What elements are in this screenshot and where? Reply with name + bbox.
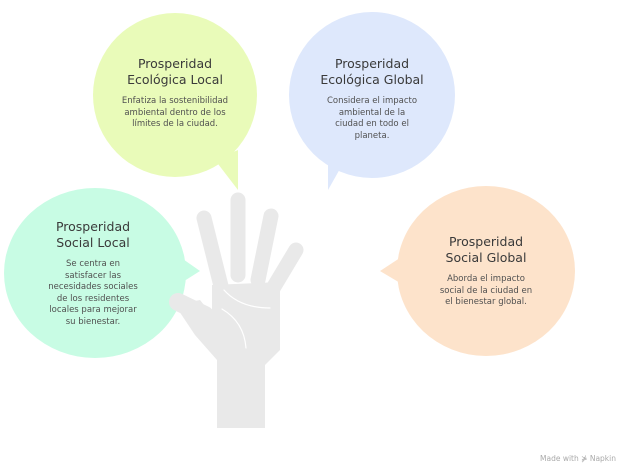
hand-icon (169, 192, 304, 428)
bubble-title: Prosperidad Social Local (55, 219, 131, 250)
bubble-ecologica-local (93, 13, 257, 190)
napkin-watermark: Made with ⋡ Napkin (540, 454, 616, 463)
bubble-social-local-text: Prosperidad Social Local Se centra en sa… (30, 219, 156, 328)
bubble-social-global (380, 186, 575, 356)
bubble-title: Prosperidad Ecológica Local (127, 56, 223, 87)
brand-label: Napkin (589, 454, 616, 463)
bubble-ecologica-global-text: Prosperidad Ecológica Global Considera e… (302, 56, 442, 142)
bubble-social-global-text: Prosperidad Social Global Aborda el impa… (420, 234, 552, 309)
made-with-label: Made with (540, 454, 579, 463)
bubble-description: Se centra en satisfacer las necesidades … (48, 259, 138, 327)
bubble-ecologica-global (289, 12, 455, 190)
bubble-title: Prosperidad Social Global (445, 234, 527, 265)
bubble-description: Aborda el impacto social de la ciudad en… (439, 274, 533, 307)
bubble-description: Considera el impacto ambiental de la ciu… (326, 96, 418, 141)
bubble-description: Enfatiza la sostenibilidad ambiental den… (121, 96, 229, 129)
bubble-title: Prosperidad Ecológica Global (320, 56, 424, 87)
napkin-logo-icon: ⋡ (581, 454, 588, 463)
bubble-ecologica-local-text: Prosperidad Ecológica Local Enfatiza la … (105, 56, 245, 131)
bubble-social-local (4, 188, 200, 358)
